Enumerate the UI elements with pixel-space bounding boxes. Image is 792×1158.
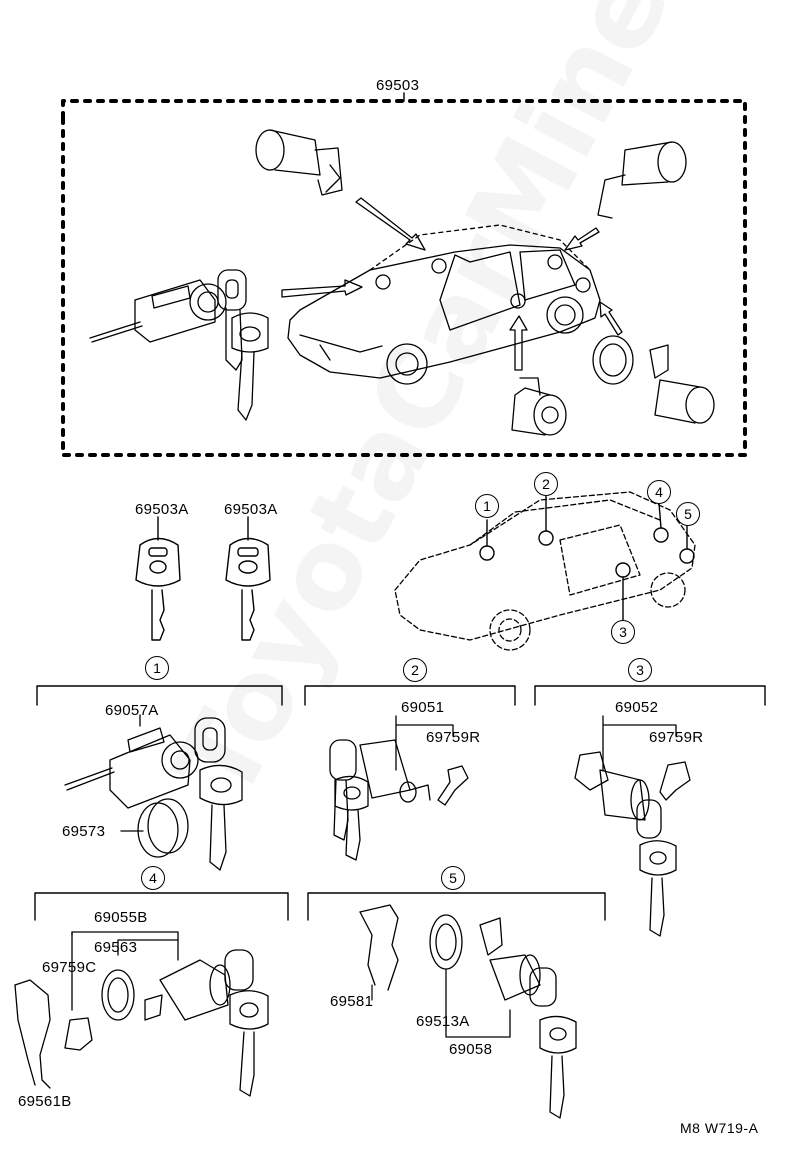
kit-key-1 (217, 269, 247, 371)
kit-luggage-cylinder (649, 344, 715, 424)
door-lever-rh-69759R (659, 761, 691, 801)
kit-key-2 (231, 312, 269, 421)
drawing-code: M8 W719-A (680, 1120, 759, 1136)
luggage-key-2 (229, 990, 269, 1097)
label-key-right: 69503A (224, 501, 278, 518)
door-key-rh-2 (639, 840, 677, 937)
car-illustration-top (287, 224, 601, 385)
callout-location-4: 4 (647, 480, 671, 504)
label-luggage-lever: 69759C (42, 959, 97, 976)
callout-group-3: 3 (628, 658, 652, 682)
label-luggage-pad: 69563 (94, 939, 138, 956)
fuel-retainer-69581 (359, 904, 399, 991)
ignition-key-2 (199, 764, 243, 871)
key-69503A-left (135, 516, 181, 641)
door-key-lh-1 (329, 739, 357, 841)
luggage-lever-69759C (64, 1017, 93, 1051)
label-door-lh: 69051 (401, 699, 445, 716)
label-fuel-pad: 69513A (416, 1013, 470, 1030)
fuel-key-1 (529, 967, 557, 1007)
door-key-lh-2 (334, 775, 369, 861)
kit-ignition-cylinder (89, 279, 227, 343)
callout-group-2: 2 (403, 658, 427, 682)
kit-bracket (61, 92, 747, 457)
kit-arrows (281, 197, 623, 371)
fuel-pad-69513A (429, 914, 463, 1029)
label-key-left: 69503A (135, 501, 189, 518)
kit-door-cylinder-lh (255, 129, 343, 196)
callout-location-3: 3 (611, 620, 635, 644)
callout-group-1: 1 (145, 656, 169, 680)
label-ignition-ring: 69573 (62, 823, 106, 840)
key-69503A-right (225, 516, 271, 641)
door-key-rh-1 (636, 799, 662, 839)
kit-door-cylinder-rh (597, 141, 687, 219)
label-door-lh-lever: 69759R (426, 729, 481, 746)
car-illustration-lower (394, 491, 696, 651)
luggage-key-1 (224, 949, 254, 991)
kit-door-cylinder-front (511, 377, 567, 436)
door-lever-lh-69759R (437, 765, 469, 806)
callout-group-5: 5 (441, 866, 465, 890)
callout-location-2: 2 (534, 472, 558, 496)
door-lock-69051 (359, 715, 454, 803)
label-luggage-cylinder: 69055B (94, 909, 148, 926)
ignition-ring-69573 (120, 798, 189, 858)
ignition-key-1 (194, 717, 226, 763)
fuel-key-2 (539, 1015, 577, 1119)
kit-fuel-pad (592, 335, 634, 385)
ignition-cylinder-69057A (64, 714, 199, 809)
group-brackets (34, 685, 766, 921)
label-fuel-retainer: 69581 (330, 993, 374, 1010)
label-kit: 69503 (376, 77, 420, 94)
label-ignition-cylinder: 69057A (105, 702, 159, 719)
label-luggage-retainer: 69561B (18, 1093, 72, 1110)
luggage-retainer-69561B (14, 979, 51, 1089)
label-door-rh: 69052 (615, 699, 659, 716)
label-fuel-cylinder: 69058 (449, 1041, 493, 1058)
callout-location-5: 5 (676, 502, 700, 526)
lower-car-markers (479, 495, 695, 622)
callout-location-1: 1 (475, 494, 499, 518)
fuel-lock-69058 (445, 917, 541, 1038)
label-door-rh-lever: 69759R (649, 729, 704, 746)
luggage-cylinder-69055B (71, 931, 231, 1021)
luggage-pad-69563 (101, 969, 135, 1021)
callout-group-4: 4 (141, 866, 165, 890)
